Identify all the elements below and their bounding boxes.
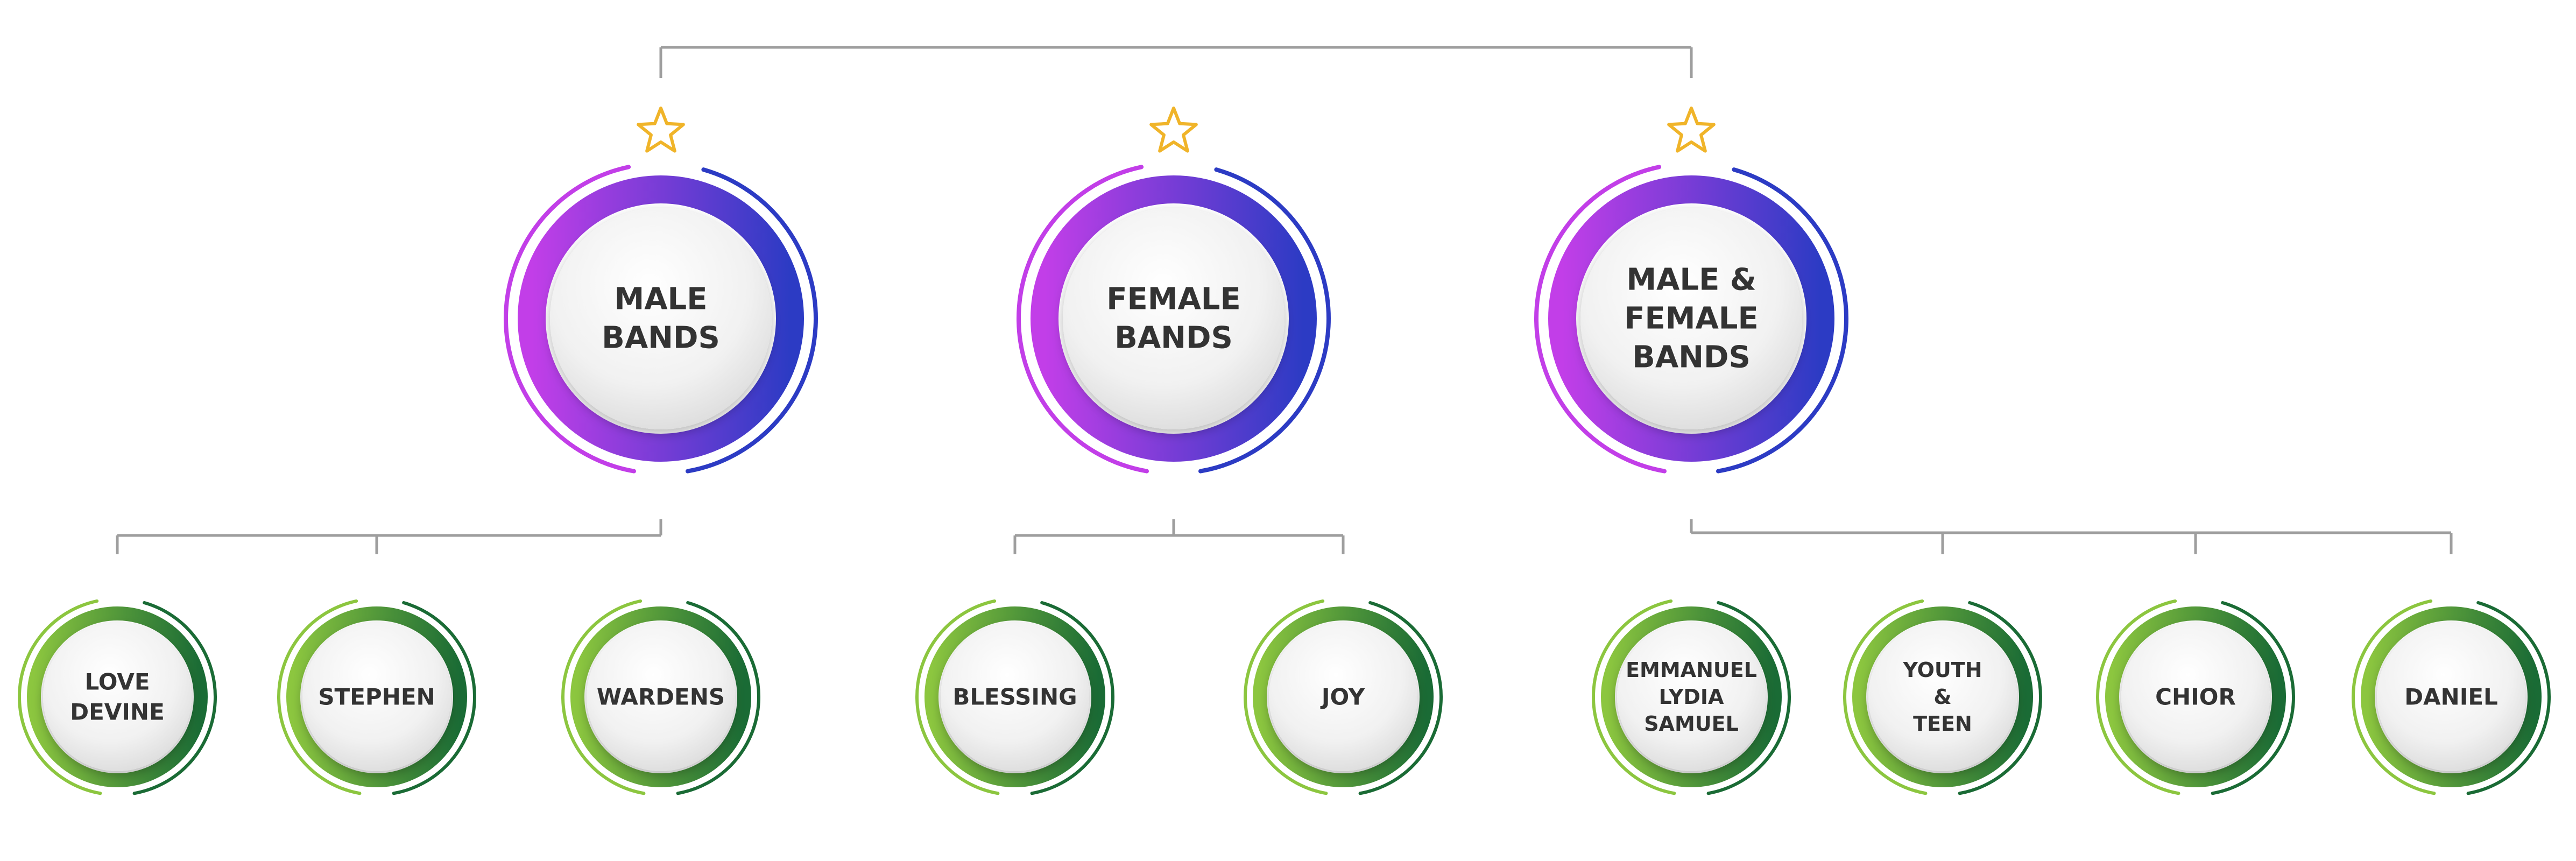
- outer-arc-right: [1358, 601, 1443, 795]
- outer-arc-right: [2211, 601, 2296, 795]
- node-label-line: FEMALE: [1106, 282, 1241, 317]
- inner-disc: [43, 623, 192, 771]
- category-node: FEMALE BANDS: [1017, 107, 1331, 474]
- band-node: CHIOR: [2096, 599, 2296, 795]
- gradient-ring: [2105, 606, 2286, 787]
- node-label-line: MALE &: [1626, 263, 1756, 298]
- outer-arc-right: [1030, 601, 1115, 795]
- category-node: MALE &FEMALE BANDS: [1534, 107, 1848, 474]
- gradient-ring: [1253, 606, 1434, 787]
- gradient-ring: [1548, 175, 1834, 462]
- gradient-ring: [27, 606, 208, 787]
- inner-disc: [587, 623, 735, 771]
- node-label-line: &: [1933, 685, 1951, 709]
- outer-arc-right: [676, 601, 761, 795]
- outer-arc-right: [132, 601, 217, 795]
- outer-arc-left: [1592, 599, 1676, 795]
- gradient-ring: [1031, 175, 1317, 462]
- band-node: DANIEL: [2352, 599, 2551, 795]
- inner-disc: [1063, 208, 1285, 429]
- outer-arc-left: [504, 165, 636, 474]
- node-label-line: DANIEL: [2404, 684, 2498, 710]
- inner-disc: [1580, 208, 1802, 429]
- gradient-ring: [924, 606, 1105, 787]
- node-label-line: JOY: [1320, 684, 1365, 710]
- outer-arc-right: [1958, 601, 2043, 795]
- band-node: STEPHEN: [277, 599, 477, 795]
- node-label-line: EMMANUEL: [1626, 658, 1757, 682]
- node-label-line: LOVE: [84, 669, 150, 695]
- outer-arc-left: [277, 599, 362, 795]
- node-label-line: BANDS: [1632, 340, 1751, 375]
- band-node: JOY: [1244, 599, 1443, 795]
- star-outline-icon: [1149, 107, 1198, 153]
- outer-arc-left: [2352, 599, 2436, 795]
- node-label-line: WARDENS: [597, 684, 725, 710]
- outer-arc-right: [1198, 167, 1331, 474]
- outer-arc-right: [686, 167, 818, 474]
- node-label-line: MALE: [614, 282, 707, 317]
- inner-disc: [941, 623, 1089, 771]
- node-label-line: CHIOR: [2155, 684, 2236, 710]
- inner-disc: [550, 208, 772, 429]
- node-label-line: TEEN: [1913, 712, 1972, 736]
- outer-arc-right: [392, 601, 477, 795]
- node-label-line: STEPHEN: [318, 684, 435, 710]
- node-label-line: YOUTH: [1902, 658, 1982, 682]
- outer-arc-left: [561, 599, 646, 795]
- inner-disc: [2377, 623, 2525, 771]
- star-outline-icon: [637, 107, 685, 153]
- outer-arc-left: [2096, 599, 2180, 795]
- band-node: WARDENS: [561, 599, 761, 795]
- inner-disc: [1868, 623, 2017, 771]
- band-node: EMMANUEL LYDIA SAMUEL: [1592, 599, 1791, 795]
- inner-disc: [1269, 623, 1417, 771]
- gradient-ring: [2361, 606, 2542, 787]
- inner-disc: [302, 623, 451, 771]
- node-label-line: DEVINE: [70, 699, 165, 725]
- band-node: BLESSING: [915, 599, 1115, 795]
- outer-arc-right: [1716, 167, 1848, 474]
- gradient-ring: [286, 606, 467, 787]
- category-node: MALE BANDS: [504, 107, 818, 474]
- band-node: YOUTH & TEEN: [1843, 599, 2043, 795]
- node-label-line: BLESSING: [952, 684, 1077, 710]
- outer-arc-left: [1017, 165, 1149, 474]
- outer-arc-left: [915, 599, 1000, 795]
- outer-arc-left: [1244, 599, 1328, 795]
- outer-arc-right: [2466, 601, 2551, 795]
- star-outline-icon: [1667, 107, 1716, 153]
- gradient-ring: [1601, 606, 1782, 787]
- outer-arc-left: [1534, 165, 1667, 474]
- node-label-line: LYDIA: [1659, 685, 1724, 709]
- gradient-ring: [518, 175, 804, 462]
- outer-arc-left: [18, 599, 102, 795]
- band-node: LOVE DEVINE: [18, 599, 217, 795]
- node-label-line: SAMUEL: [1644, 712, 1739, 736]
- node-label-line: BANDS: [602, 321, 720, 356]
- inner-disc: [1617, 623, 1766, 771]
- gradient-ring: [570, 606, 751, 787]
- outer-arc-left: [1843, 599, 1928, 795]
- inner-disc: [2121, 623, 2270, 771]
- gradient-ring: [1852, 606, 2033, 787]
- node-label-line: FEMALE: [1624, 301, 1759, 336]
- connector-lines: [116, 46, 2453, 554]
- node-label-line: BANDS: [1114, 321, 1233, 356]
- outer-arc-right: [1706, 601, 1791, 795]
